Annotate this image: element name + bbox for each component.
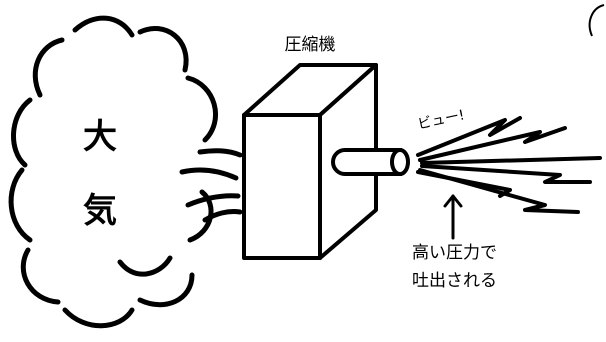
jet-line bbox=[418, 168, 580, 214]
pipe-body bbox=[331, 148, 402, 176]
jet-line bbox=[420, 156, 602, 165]
atmosphere-label-dai: 大 bbox=[83, 117, 117, 157]
partial-circle-edge bbox=[588, 4, 605, 37]
cloud-stroke bbox=[20, 247, 61, 305]
jet-line bbox=[416, 170, 512, 198]
intake-line bbox=[185, 193, 241, 208]
air-intake-lines bbox=[179, 148, 243, 223]
pointer-arrow bbox=[443, 194, 463, 240]
arrow-head bbox=[443, 194, 463, 208]
cloud-stroke bbox=[8, 167, 33, 243]
cloud-stroke bbox=[117, 255, 173, 277]
compressor-front-face bbox=[242, 113, 322, 260]
atmosphere-cloud bbox=[8, 15, 218, 329]
jet-line bbox=[420, 164, 592, 184]
cloud-stroke bbox=[137, 25, 189, 73]
outlet-pipe bbox=[331, 148, 410, 176]
compressor-box bbox=[242, 63, 378, 260]
intake-line bbox=[179, 167, 239, 181]
cloud-stroke bbox=[11, 97, 33, 168]
discharge-note-line1: 高い圧力で bbox=[412, 243, 497, 263]
pipe-opening bbox=[390, 148, 410, 176]
compressor-label: 圧縮機 bbox=[285, 35, 336, 55]
sound-effect-label: ビュー! bbox=[416, 107, 466, 133]
cloud-stroke bbox=[72, 15, 135, 38]
jet-line bbox=[418, 126, 567, 162]
intake-line bbox=[202, 209, 243, 223]
cloud-stroke bbox=[185, 75, 218, 143]
jet-line bbox=[416, 116, 522, 157]
intake-line bbox=[197, 148, 243, 158]
cloud-stroke bbox=[62, 307, 135, 329]
discharge-jets bbox=[416, 116, 602, 214]
cloud-stroke bbox=[137, 272, 195, 308]
cloud-stroke bbox=[32, 37, 65, 98]
discharge-note-line2: 吐出される bbox=[412, 271, 497, 291]
atmosphere-label-ki: 気 bbox=[83, 191, 117, 231]
